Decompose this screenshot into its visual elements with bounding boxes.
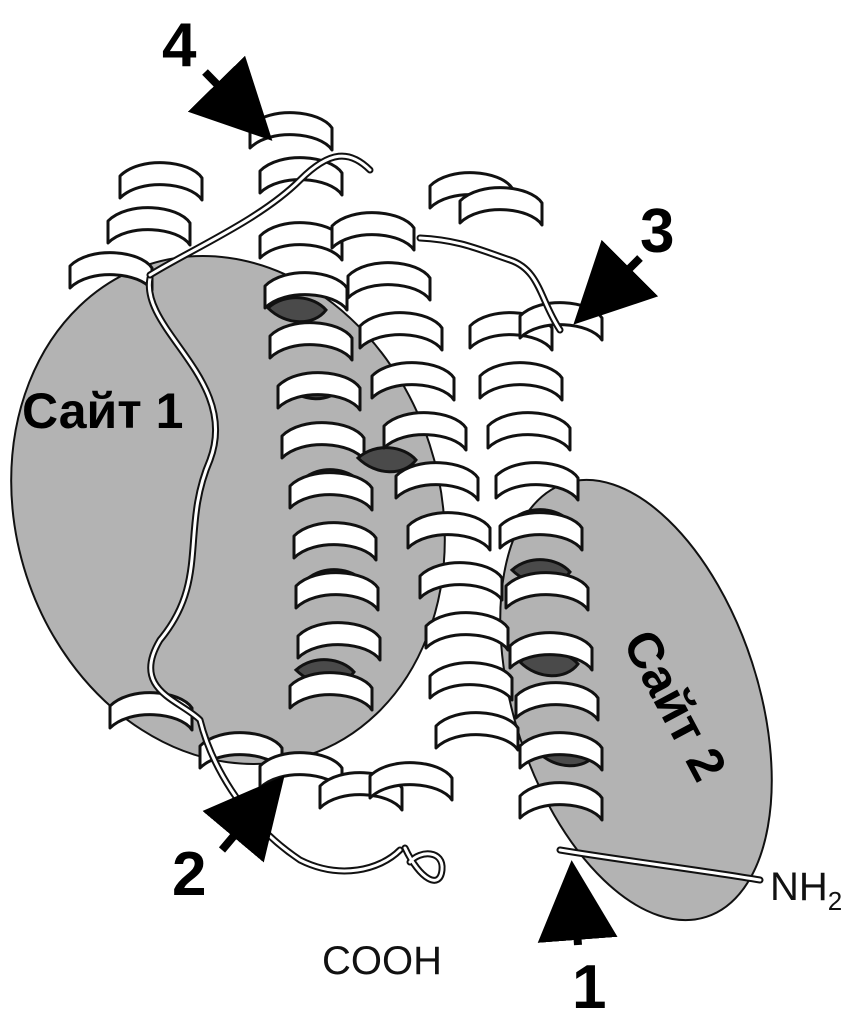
arrow-1-pointer bbox=[574, 892, 578, 945]
c-terminus-label: COOH bbox=[322, 939, 442, 983]
arrow-label-3: 3 bbox=[640, 197, 674, 266]
arrow-label-4: 4 bbox=[162, 11, 197, 80]
arrow-label-2: 2 bbox=[172, 840, 206, 909]
n-terminus-label: NH2 bbox=[770, 865, 842, 916]
n-terminus-text: NH bbox=[770, 865, 828, 909]
n-terminus-subscript: 2 bbox=[828, 886, 842, 916]
arrow-label-1: 1 bbox=[572, 953, 606, 1013]
arrow-4-pointer bbox=[205, 72, 250, 118]
arrow-3-pointer bbox=[596, 258, 640, 302]
site-1-label: Сайт 1 bbox=[22, 383, 183, 439]
site-1-region bbox=[0, 199, 509, 821]
